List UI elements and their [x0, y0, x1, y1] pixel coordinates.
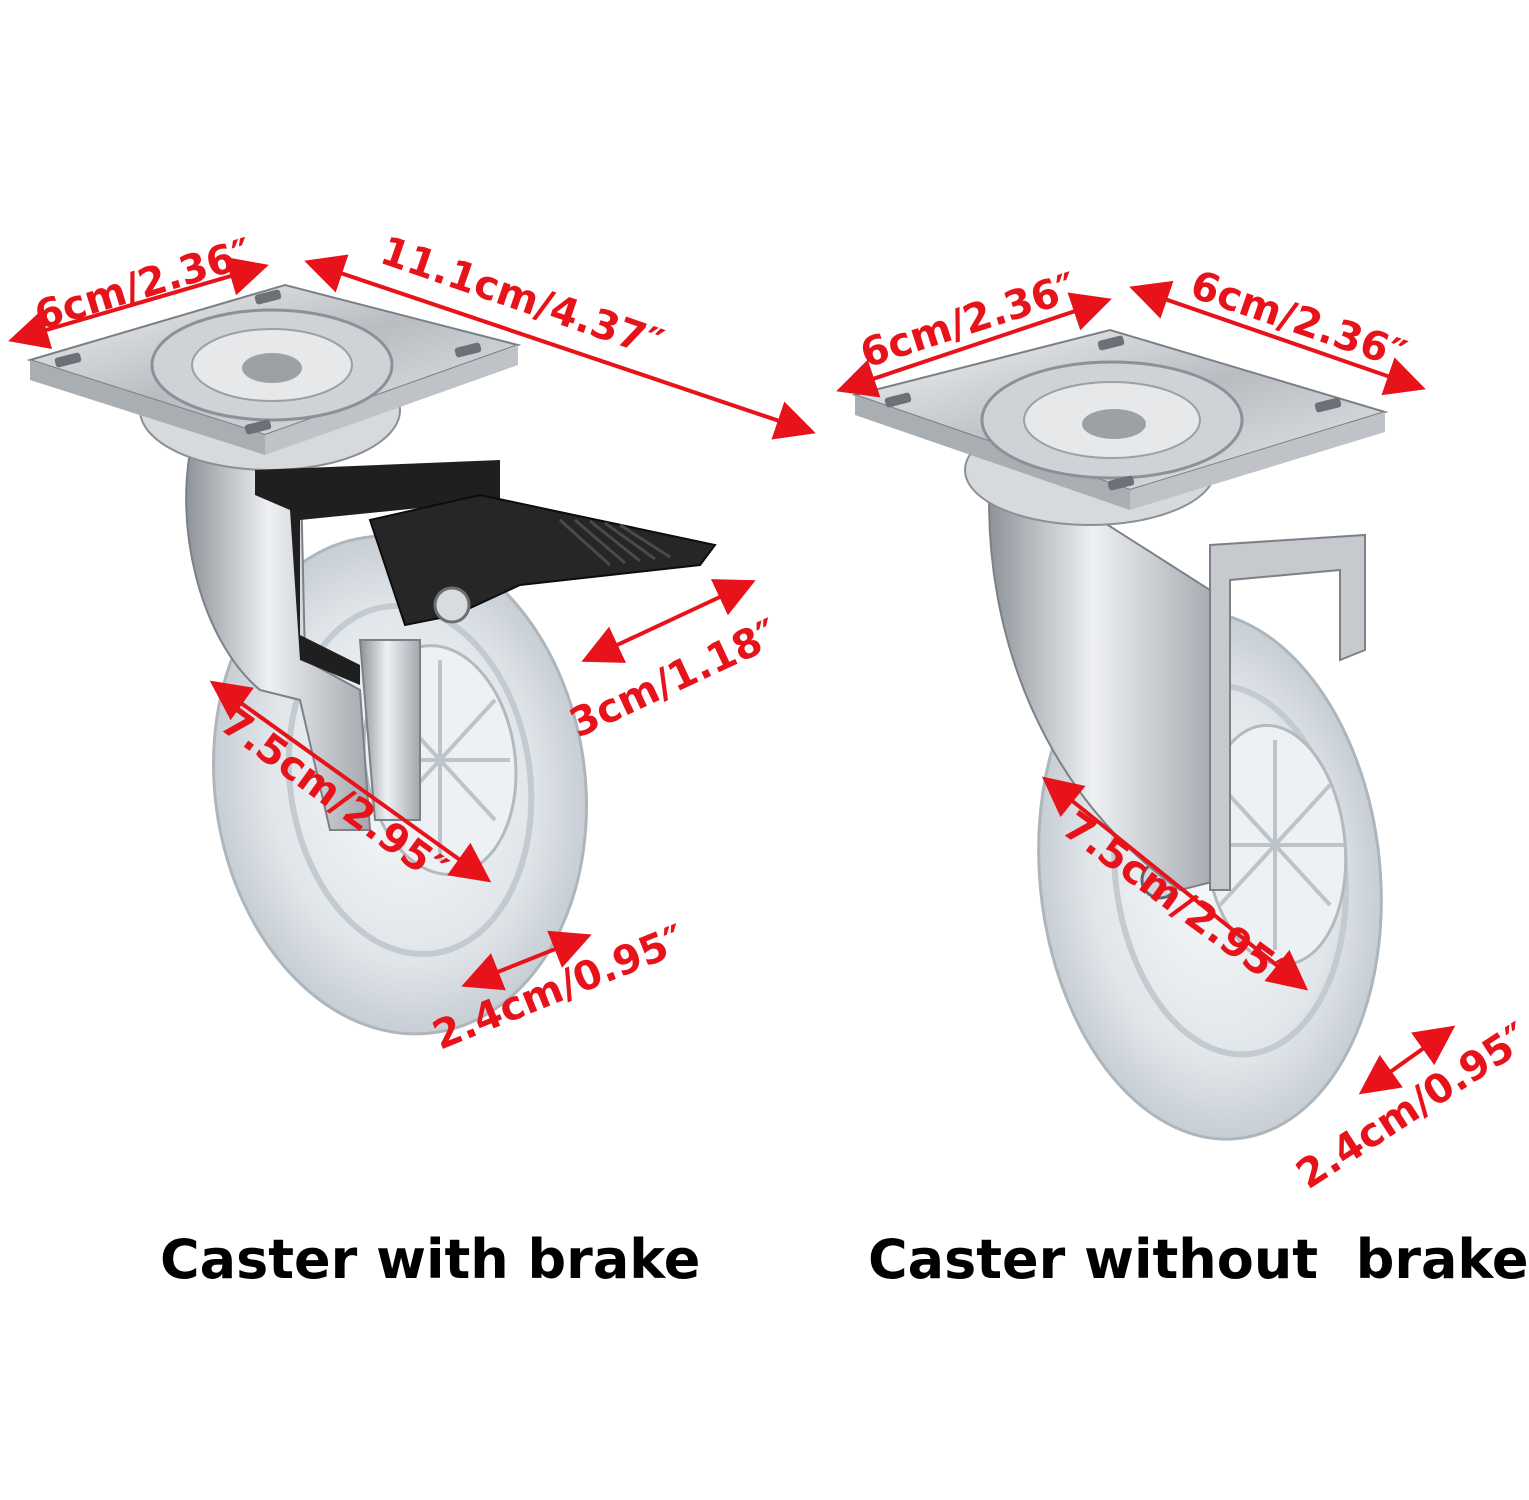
caption-caster-without-brake: Caster without brake — [868, 1228, 1529, 1291]
left-plate-length-arrow — [304, 254, 816, 440]
right-plate-length-arrow — [1129, 280, 1426, 396]
brake-pedal — [255, 460, 717, 685]
right-wheel-width-arrow — [1358, 1025, 1456, 1095]
caption-caster-with-brake: Caster with brake — [160, 1228, 701, 1291]
left-brake-height-label: 3cm/1.18″ — [563, 611, 786, 748]
right-plate-width-arrow — [836, 292, 1112, 398]
left-wheel-diameter-arrow — [209, 680, 492, 883]
left-brake-height-arrow — [581, 579, 756, 663]
right-plate-length-label: 6cm/2.36″ — [1185, 262, 1412, 379]
right-wheel-diameter-arrow — [1041, 776, 1309, 991]
caster-without-brake-illustration — [851, 328, 1389, 1141]
left-wheel-width-arrow — [461, 930, 592, 991]
dimension-lines — [8, 254, 1456, 1095]
left-plate-width-arrow — [8, 256, 269, 350]
